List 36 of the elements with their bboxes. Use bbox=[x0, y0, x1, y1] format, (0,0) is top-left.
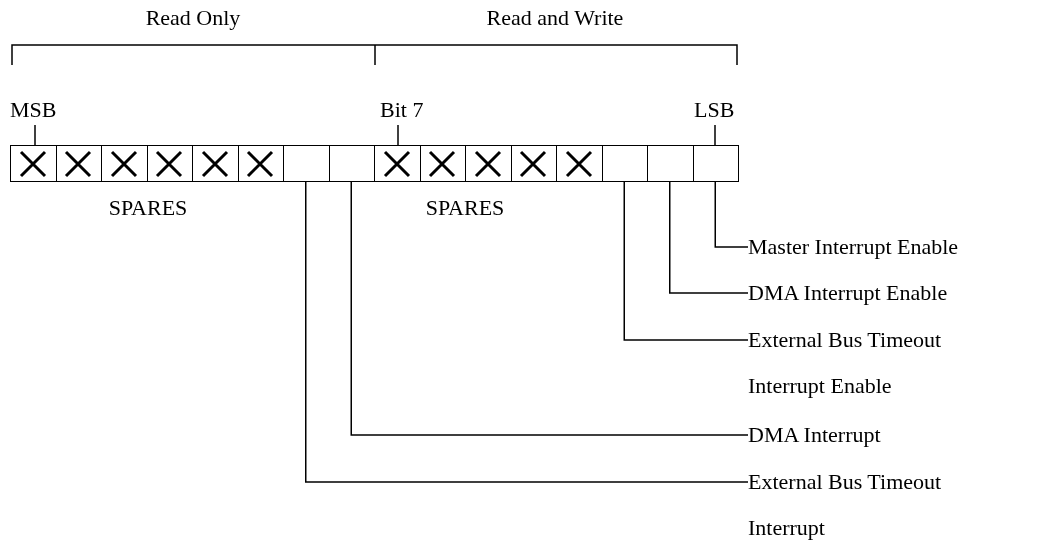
bit-position-label: MSB bbox=[10, 95, 57, 125]
register-bit-cell bbox=[101, 145, 148, 182]
register-bit-cell bbox=[510, 145, 557, 182]
register-bit-cell bbox=[283, 145, 330, 182]
register-bit-cell bbox=[192, 145, 239, 182]
bit-description: DMA Interrupt Enable bbox=[748, 270, 1048, 316]
leader-line bbox=[305, 181, 749, 483]
bit-description: DMA Interrupt bbox=[748, 412, 1048, 458]
register-bit-cell bbox=[465, 145, 512, 182]
register-bit-cell bbox=[601, 145, 648, 182]
leader-line bbox=[714, 124, 716, 146]
leader-line bbox=[714, 181, 749, 248]
register-bit-cell bbox=[647, 145, 694, 182]
register-bit-cell bbox=[556, 145, 603, 182]
register-bit-cell bbox=[374, 145, 421, 182]
section-label: Read and Write bbox=[486, 4, 624, 32]
register-bit-cell bbox=[146, 145, 193, 182]
section-label: Read Only bbox=[145, 4, 241, 32]
bit-position-label: LSB bbox=[694, 95, 735, 125]
leader-line bbox=[669, 181, 749, 294]
bit-description: External Bus Timeout Interrupt Enable bbox=[748, 317, 983, 409]
leader-line bbox=[623, 181, 749, 341]
leader-line bbox=[350, 181, 749, 436]
register-bit-cell bbox=[55, 145, 102, 182]
spares-label: SPARES bbox=[425, 194, 505, 222]
bit-description: Master Interrupt Enable bbox=[748, 224, 1048, 270]
register-bit-cell bbox=[692, 145, 739, 182]
register-bit-cell bbox=[328, 145, 375, 182]
register-bit-cell bbox=[419, 145, 466, 182]
spares-label: SPARES bbox=[108, 194, 188, 222]
bit-description: External Bus Timeout Interrupt bbox=[748, 459, 983, 541]
register-bit-cell bbox=[237, 145, 284, 182]
leader-line bbox=[34, 124, 36, 146]
leader-line bbox=[397, 124, 399, 146]
register-bit-cell bbox=[10, 145, 57, 182]
bit-position-label: Bit 7 bbox=[380, 95, 424, 125]
